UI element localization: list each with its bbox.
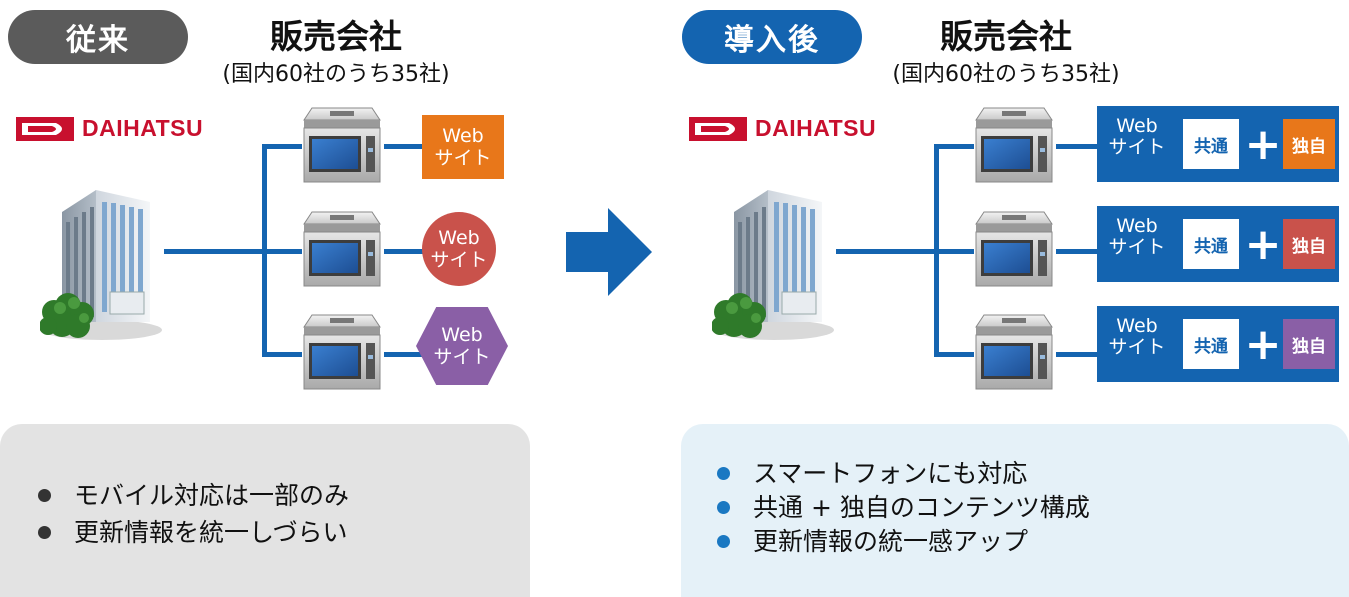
connector-line	[262, 144, 302, 149]
before-notes-panel: モバイル対応は一部のみ 更新情報を統一しづらい	[0, 424, 530, 597]
server-icon	[300, 210, 384, 288]
list-item: 更新情報の統一感アップ	[707, 526, 1090, 557]
website-panel-label: Web サイト	[1107, 316, 1167, 358]
website-panel-line1: Web	[1116, 315, 1158, 337]
connector-line	[164, 249, 264, 254]
plus-sign: +	[1244, 118, 1282, 170]
list-item: 更新情報を統一しづらい	[28, 517, 349, 548]
connector-line	[1056, 249, 1100, 254]
server-icon	[972, 210, 1056, 288]
website-panel-line2: サイト	[1108, 236, 1166, 258]
server-icon	[300, 106, 384, 184]
own-content-box: 独自	[1283, 219, 1335, 269]
website-badge-orange: Web サイト	[422, 115, 504, 179]
list-item-text: モバイル対応は一部のみ	[74, 481, 350, 510]
website-panel-label: Web サイト	[1107, 216, 1167, 258]
connector-line	[1056, 144, 1100, 149]
office-building-icon	[712, 172, 842, 342]
daihatsu-logo-icon	[689, 117, 747, 141]
list-item: モバイル対応は一部のみ	[28, 480, 349, 511]
company-title-before: 販売会社	[270, 17, 402, 56]
common-content-box: 共通	[1183, 119, 1239, 169]
after-notes-panel: スマートフォンにも対応 共通 + 独自のコンテンツ構成 更新情報の統一感アップ	[681, 424, 1349, 597]
own-content-box: 独自	[1283, 119, 1335, 169]
connector-line	[1056, 352, 1100, 357]
website-panel: Web サイト 共通 + 独自	[1097, 206, 1339, 282]
website-badge-line2: サイト	[433, 346, 491, 368]
connector-line	[384, 249, 426, 254]
bullet-icon	[717, 467, 730, 480]
website-badge-line2: サイト	[434, 147, 492, 169]
server-icon	[972, 106, 1056, 184]
after-label: 導入後	[682, 10, 862, 64]
company-subtitle-before: (国内60社のうち35社)	[222, 62, 450, 87]
before-notes-list: モバイル対応は一部のみ 更新情報を統一しづらい	[28, 480, 349, 554]
website-badge-line1: Web	[441, 324, 483, 346]
plus-sign: +	[1244, 318, 1282, 370]
bullet-icon	[717, 535, 730, 548]
website-panel-line1: Web	[1116, 215, 1158, 237]
list-item-text: 共通 + 独自のコンテンツ構成	[753, 493, 1090, 522]
right-arrow-icon	[566, 208, 652, 296]
website-badge-line1: Web	[442, 125, 484, 147]
website-panel-line2: サイト	[1108, 136, 1166, 158]
website-badge-line2: サイト	[430, 249, 488, 271]
own-content-box: 独自	[1283, 319, 1335, 369]
daihatsu-logo-before: DAIHATSU	[16, 115, 203, 142]
bullet-icon	[717, 501, 730, 514]
company-subtitle-after: (国内60社のうち35社)	[892, 62, 1120, 87]
connector-line	[384, 352, 426, 357]
website-panel-line1: Web	[1116, 115, 1158, 137]
connector-line	[934, 352, 974, 357]
daihatsu-logo-after: DAIHATSU	[689, 115, 876, 142]
list-item-text: スマートフォンにも対応	[753, 459, 1028, 488]
bullet-icon	[38, 526, 51, 539]
office-building-icon	[40, 172, 170, 342]
list-item-text: 更新情報の統一感アップ	[753, 527, 1029, 556]
before-label: 従来	[8, 10, 188, 64]
connector-line	[262, 249, 302, 254]
plus-sign: +	[1244, 218, 1282, 270]
website-panel: Web サイト 共通 + 独自	[1097, 306, 1339, 382]
list-item: スマートフォンにも対応	[707, 458, 1090, 489]
list-item: 共通 + 独自のコンテンツ構成	[707, 492, 1090, 523]
website-panel: Web サイト 共通 + 独自	[1097, 106, 1339, 182]
website-panel-label: Web サイト	[1107, 116, 1167, 158]
common-content-box: 共通	[1183, 219, 1239, 269]
connector-line	[262, 352, 302, 357]
common-content-box: 共通	[1183, 319, 1239, 369]
website-badge-red: Web サイト	[422, 212, 496, 286]
website-panel-line2: サイト	[1108, 336, 1166, 358]
connector-line	[836, 249, 936, 254]
connector-line	[934, 144, 974, 149]
list-item-text: 更新情報を統一しづらい	[74, 518, 348, 547]
daihatsu-logo-icon	[16, 117, 74, 141]
logo-text: DAIHATSU	[82, 115, 204, 141]
logo-text: DAIHATSU	[755, 115, 877, 141]
after-notes-list: スマートフォンにも対応 共通 + 独自のコンテンツ構成 更新情報の統一感アップ	[707, 458, 1090, 560]
company-title-after: 販売会社	[940, 17, 1072, 56]
website-badge-purple: Web サイト	[416, 307, 508, 385]
website-badge-line1: Web	[438, 227, 480, 249]
server-icon	[300, 313, 384, 391]
bullet-icon	[38, 489, 51, 502]
connector-line	[934, 249, 974, 254]
server-icon	[972, 313, 1056, 391]
connector-line	[384, 144, 426, 149]
